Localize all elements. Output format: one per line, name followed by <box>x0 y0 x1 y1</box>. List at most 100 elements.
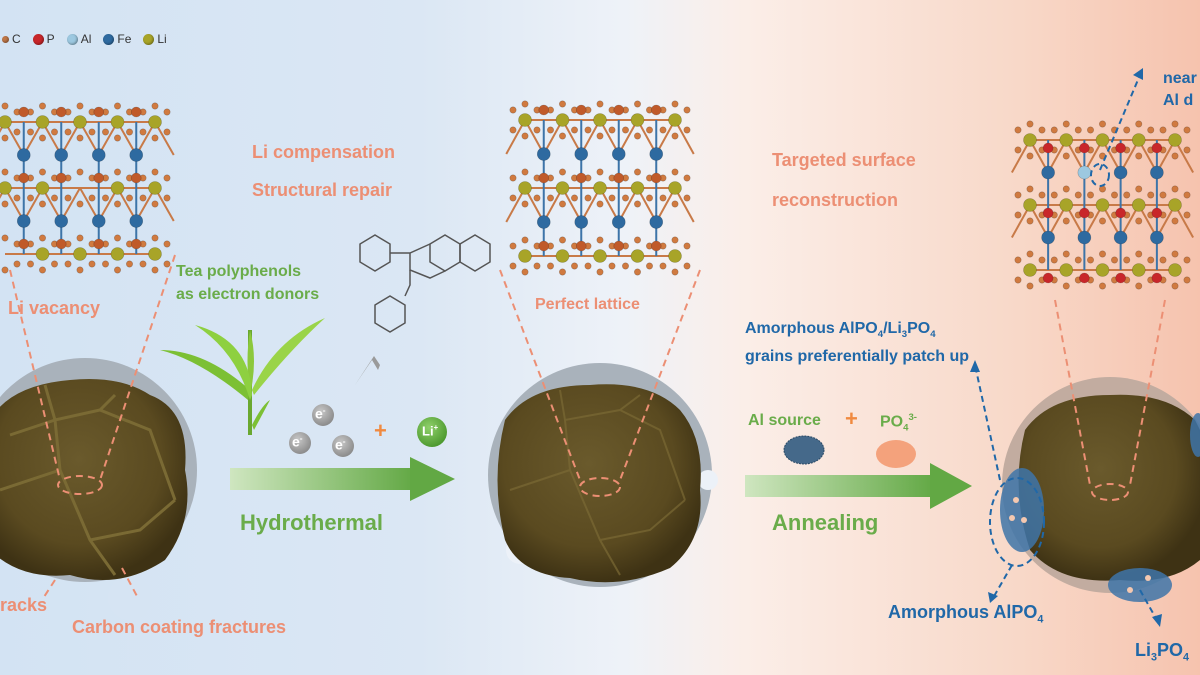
li-atom <box>1095 133 1110 147</box>
structural-repair-label: Structural repair <box>252 180 393 200</box>
patch-up-description: Amorphous AlPO4/Li3PO4 grains preferenti… <box>745 318 969 368</box>
p-atom <box>1151 142 1163 154</box>
c-atom <box>1 168 9 176</box>
c-atom <box>633 132 641 140</box>
p-atom <box>130 238 142 250</box>
li-atom <box>110 247 125 261</box>
c-atom <box>1050 191 1058 199</box>
hydrothermal-arrow <box>230 457 455 501</box>
legend-dot-c <box>2 35 9 43</box>
annealing-label: Annealing <box>772 510 879 535</box>
li-atom <box>593 181 607 195</box>
c-atom <box>546 126 554 134</box>
po4-blob <box>876 440 916 468</box>
c-atom <box>163 128 171 136</box>
c-atom <box>671 100 679 108</box>
p-atom <box>18 172 30 184</box>
c-atom <box>633 100 641 108</box>
c-atom <box>13 128 21 136</box>
li-atom <box>630 181 645 195</box>
li-atom <box>593 113 607 127</box>
li-atom <box>630 249 645 263</box>
fe-atom <box>1041 230 1055 245</box>
c-atom <box>26 194 34 202</box>
p-atom <box>650 172 662 184</box>
al-atom <box>1077 165 1092 180</box>
li-atom <box>1168 133 1182 147</box>
c-atom <box>64 128 72 136</box>
c-atom <box>1171 120 1179 128</box>
p-atom <box>130 172 142 184</box>
c-atom <box>671 168 679 176</box>
li-atom <box>1095 198 1110 212</box>
c-atom <box>521 100 529 108</box>
c-atom <box>521 236 529 244</box>
c-atom <box>1038 256 1046 264</box>
c-atom <box>558 236 566 244</box>
fe-atom <box>611 215 626 229</box>
c-atom <box>38 200 46 208</box>
li-atom <box>668 181 682 195</box>
c-atom <box>521 168 529 176</box>
c-atom <box>633 168 641 176</box>
c-atom <box>13 260 21 268</box>
legend-item-li: Li <box>143 32 167 46</box>
p-atom <box>575 240 587 252</box>
c-atom <box>683 242 691 250</box>
p-atom <box>538 104 550 116</box>
li-atom <box>630 113 645 127</box>
p-atom <box>55 238 67 250</box>
tea-line2: as electron donors <box>176 286 320 303</box>
c-atom <box>1074 256 1082 264</box>
p-atom <box>18 106 30 118</box>
fe-atom <box>54 214 69 228</box>
legend-item-al: Al <box>66 32 91 46</box>
c-atom <box>1111 256 1119 264</box>
c-atom <box>151 234 159 242</box>
c-atom <box>1183 146 1191 154</box>
blue-arrowheads <box>970 68 1162 627</box>
c-atom <box>1014 191 1022 199</box>
fe-atom <box>129 148 144 162</box>
perfect-lattice-label: Perfect lattice <box>535 296 640 313</box>
fe-atom <box>91 148 106 162</box>
legend-label: C <box>12 32 21 46</box>
c-atom <box>1026 217 1034 225</box>
li-compensation-label: Li compensation <box>252 142 396 162</box>
li-atom <box>1059 263 1074 277</box>
p-atom <box>1079 142 1090 154</box>
c-atom <box>139 194 147 202</box>
p-atom <box>650 104 662 116</box>
c-atom <box>596 268 604 276</box>
c-atom <box>1099 217 1107 225</box>
c-atom <box>102 128 110 136</box>
fe-atom <box>54 148 69 162</box>
repaired-particle <box>488 363 718 587</box>
amorphous-alpo4-label: Amorphous AlPO4 <box>888 602 1044 626</box>
c-atom <box>163 108 171 116</box>
c-atom <box>1 234 9 242</box>
p-atom <box>55 106 67 118</box>
c-atom <box>1062 217 1070 225</box>
c-atom <box>659 194 667 202</box>
c-atom <box>533 262 541 270</box>
c-atom <box>558 268 566 276</box>
fe-atom <box>1150 230 1164 245</box>
li-atom <box>1059 198 1074 212</box>
plus-icon-2: + <box>845 406 858 431</box>
c-atom <box>1014 276 1022 284</box>
li-atom <box>518 113 532 127</box>
c-atom <box>558 168 566 176</box>
c-atom <box>50 128 58 136</box>
c-atom <box>621 262 629 270</box>
c-atom <box>1074 126 1082 134</box>
c-atom <box>1159 256 1167 264</box>
c-atom <box>509 262 517 270</box>
c-atom <box>102 260 110 268</box>
c-atom <box>608 262 616 270</box>
c-atom <box>1147 191 1155 199</box>
li-atom <box>35 115 50 129</box>
c-atom <box>1026 250 1034 258</box>
c-atom <box>596 200 604 208</box>
